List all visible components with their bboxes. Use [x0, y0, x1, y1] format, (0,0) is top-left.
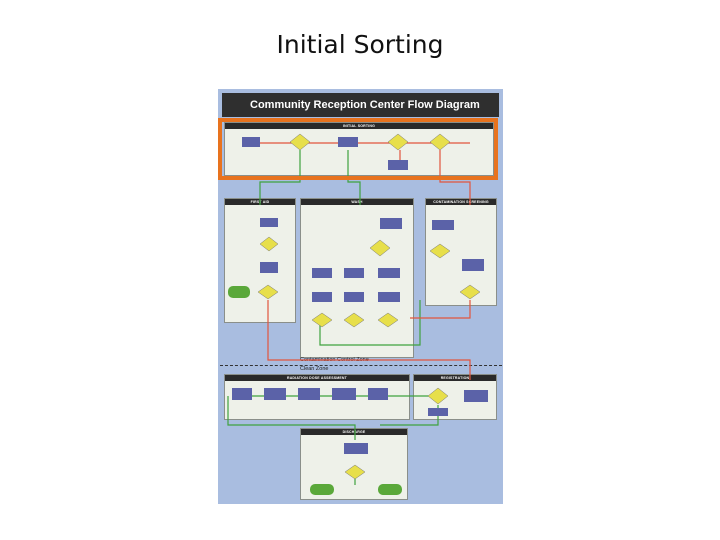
- decision-diamond: [311, 312, 333, 328]
- terminal-box: [378, 484, 402, 495]
- terminal-box: [310, 484, 334, 495]
- decision-diamond: [289, 133, 311, 151]
- process-box: [344, 443, 368, 454]
- decision-diamond: [459, 284, 481, 300]
- clean-zone-label: Clean Zone: [300, 366, 329, 372]
- decision-diamond: [257, 284, 279, 300]
- decision-diamond: [369, 239, 391, 257]
- process-box: [378, 268, 400, 278]
- decision-diamond: [387, 133, 409, 151]
- decision-diamond: [427, 387, 449, 405]
- flow-line: [347, 150, 361, 205]
- decision-diamond: [259, 236, 279, 252]
- process-box: [312, 268, 332, 278]
- flow-line: [410, 300, 471, 319]
- decision-diamond: [344, 464, 366, 480]
- flow-line: [319, 300, 421, 346]
- process-box: [462, 259, 484, 271]
- process-box: [312, 292, 332, 302]
- process-box: [260, 218, 278, 227]
- poster-title: Community Reception Center Flow Diagram: [222, 93, 499, 117]
- process-box: [344, 268, 364, 278]
- flow-line: [227, 396, 356, 440]
- process-box: [242, 137, 260, 147]
- panel-radiation-dose-assessment-header: RADIATION DOSE ASSESSMENT: [225, 375, 409, 381]
- process-box: [332, 388, 356, 400]
- process-box: [344, 292, 364, 302]
- slide-title: Initial Sorting: [276, 30, 444, 59]
- flow-line: [267, 300, 471, 380]
- initial-sorting-highlight: [218, 118, 498, 180]
- panel-initial-sorting: INITIAL SORTING: [224, 122, 494, 176]
- flow-line: [259, 150, 301, 205]
- process-box: [298, 388, 320, 400]
- process-box: [428, 408, 448, 416]
- process-box: [260, 262, 278, 273]
- process-box: [232, 388, 252, 400]
- process-box: [380, 218, 402, 229]
- decision-diamond: [343, 312, 365, 328]
- process-box: [378, 292, 400, 302]
- decision-diamond: [377, 312, 399, 328]
- zone-divider: [220, 365, 502, 366]
- process-box: [432, 220, 454, 230]
- process-box: [264, 388, 286, 400]
- panel-contamination-screening-header: CONTAMINATION SCREENING: [426, 199, 496, 205]
- process-box: [388, 160, 408, 170]
- process-box: [338, 137, 358, 147]
- process-box: [368, 388, 388, 400]
- process-box: [464, 390, 488, 402]
- flow-line: [439, 150, 471, 205]
- panel-discharge-header: DISCHARGE: [301, 429, 407, 435]
- panel-registration-header: REGISTRATION: [414, 375, 496, 381]
- panel-wash-header: WASH: [301, 199, 413, 205]
- terminal-box: [228, 286, 250, 298]
- decision-diamond: [429, 133, 451, 151]
- decision-diamond: [429, 243, 451, 259]
- panel-initial-sorting-header: INITIAL SORTING: [225, 123, 493, 129]
